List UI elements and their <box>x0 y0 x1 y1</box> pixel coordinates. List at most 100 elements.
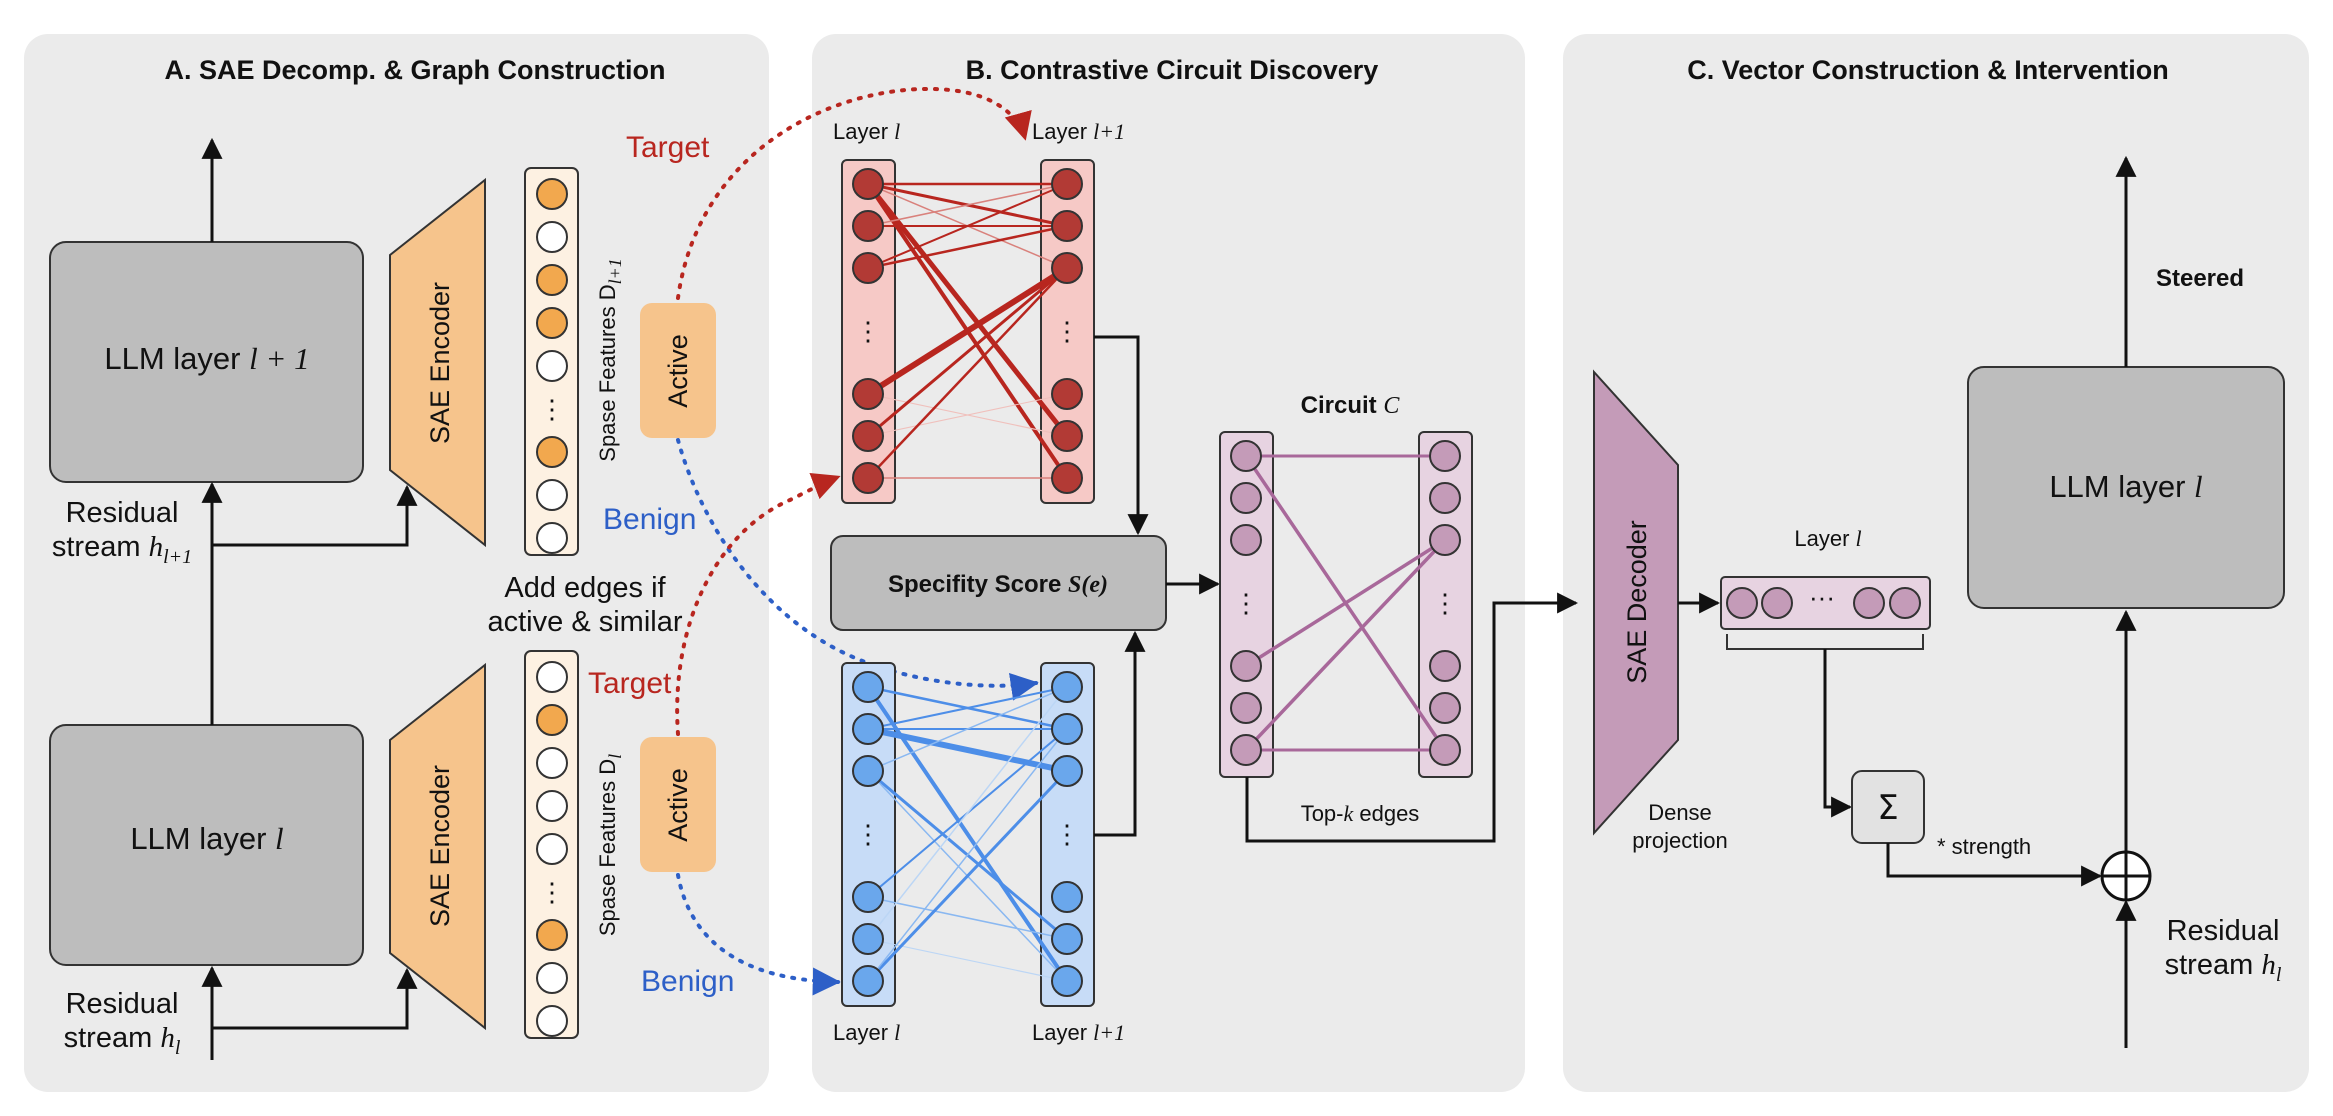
blue-graph-edge <box>867 727 1068 773</box>
red-layer-l-label: Layer l <box>833 119 900 144</box>
llm-layer-c-label: LLM layer l <box>2049 469 2202 504</box>
feature-column-bottom-nodes: ⋮ <box>536 661 568 1037</box>
blue-graph-node <box>852 713 884 745</box>
circuit-node <box>1230 734 1262 766</box>
feature-node-active <box>536 436 568 468</box>
feature-node-active <box>536 178 568 210</box>
feature-node-inactive <box>536 661 568 693</box>
steer-layer-dots: ··· <box>1809 582 1835 612</box>
feature-node-inactive <box>536 350 568 382</box>
feature-node-inactive <box>536 522 568 554</box>
red-edges <box>866 182 1069 480</box>
arrow-sum-to-add <box>1886 843 2103 887</box>
feature-column-top-nodes: ⋮ <box>536 178 568 554</box>
dotted-benign-top <box>676 438 1039 701</box>
panel-c <box>1563 34 2309 1092</box>
residual-c-label: Residual <box>2167 915 2280 947</box>
circuit-node <box>1429 734 1461 766</box>
blue-graph-node <box>1051 965 1083 997</box>
features-top-label: Spase Features Dl+1 <box>595 258 625 461</box>
blue-graph-node <box>1051 755 1083 787</box>
circuit-node <box>1230 440 1262 472</box>
circuit-node <box>1429 482 1461 514</box>
target-label-top: Target <box>626 131 710 164</box>
circuit-dots: ⋮ <box>1233 588 1259 618</box>
sae-encoder-bottom <box>389 662 486 1031</box>
red-graph-dots: ⋮ <box>855 316 881 346</box>
residual-top-stream: stream hl+1 <box>52 531 192 568</box>
blue-layer-l1-label: Layer l+1 <box>1032 1020 1125 1045</box>
panel-c-title: C. Vector Construction & Intervention <box>1687 55 2169 85</box>
red-graph-edge <box>867 183 1068 227</box>
steer-node <box>1889 587 1921 619</box>
blue-graph-edge <box>867 896 1068 940</box>
active-box-top <box>640 303 716 438</box>
circuit-node <box>1429 440 1461 472</box>
circuit-node <box>1230 524 1262 556</box>
residual-bottom-stream: stream hl <box>64 1022 181 1059</box>
red-graph-node <box>852 210 884 242</box>
residual-bottom-label: Residual <box>66 988 179 1020</box>
dense-projection-line-2: projection <box>1632 828 1727 853</box>
red-graph-node <box>1051 252 1083 284</box>
circuit-node <box>1230 692 1262 724</box>
blue-graph-edge <box>867 686 1068 772</box>
blue-graph-edge <box>867 686 1068 730</box>
blue-graph-edge <box>867 686 1068 940</box>
dotted-target-bottom <box>675 472 841 736</box>
red-graph-node <box>1051 420 1083 452</box>
add-edges-line-2: active & similar <box>488 606 683 638</box>
sae-decoder <box>1593 369 1679 836</box>
active-top-label: Active <box>663 334 693 408</box>
blue-graph-edge <box>866 769 1069 983</box>
feature-node-inactive <box>536 790 568 822</box>
blue-graph-node <box>1051 923 1083 955</box>
topk-edges-label: Top-k edges <box>1301 801 1420 826</box>
blue-graph-dots: ⋮ <box>855 819 881 849</box>
red-graph-edge <box>867 393 1068 437</box>
panel-a-title: A. SAE Decomp. & Graph Construction <box>164 55 665 85</box>
blue-graph-node <box>852 881 884 913</box>
sae-encoder-top-label: SAE Encoder <box>425 282 455 444</box>
red-graph-dots: ⋮ <box>1054 316 1080 346</box>
circuit-node <box>1230 482 1262 514</box>
active-box-bottom <box>640 737 716 872</box>
red-graph-node <box>852 168 884 200</box>
panel-b <box>812 34 1525 1092</box>
red-graph-edge <box>867 183 1068 269</box>
panel-b-title: B. Contrastive Circuit Discovery <box>966 55 1379 85</box>
circuit-node <box>1429 692 1461 724</box>
benign-label-bottom: Benign <box>641 965 734 998</box>
features-bottom-label: Spase Features Dl <box>595 754 625 936</box>
red-nodes: ⋮⋮ <box>852 168 1083 494</box>
blue-graph-dots: ⋮ <box>1054 819 1080 849</box>
steer-layer-label: Layer l <box>1794 526 1861 551</box>
dense-projection-line-1: Dense <box>1648 800 1712 825</box>
red-layer-l1-label: Layer l+1 <box>1032 119 1125 144</box>
feature-node-inactive <box>536 747 568 779</box>
red-graph-node <box>852 462 884 494</box>
red-graph-node <box>852 420 884 452</box>
circuit-node <box>1429 524 1461 556</box>
strength-label: * strength <box>1937 834 2031 859</box>
circuit-nodes: ⋮⋮ <box>1230 440 1461 766</box>
feature-node-active <box>536 919 568 951</box>
red-graph-node <box>1051 378 1083 410</box>
red-graph-edge <box>867 266 1068 438</box>
red-graph-node <box>1051 210 1083 242</box>
blue-graph-node <box>852 965 884 997</box>
circuit-edge <box>1244 538 1447 752</box>
arrow-red-to-score <box>1094 335 1149 536</box>
steer-node <box>1761 587 1793 619</box>
red-graph-node <box>852 252 884 284</box>
blue-edges <box>866 685 1069 983</box>
red-graph-node <box>1051 168 1083 200</box>
red-column-left <box>841 159 896 504</box>
steered-label: Steered <box>2156 265 2244 292</box>
llm-layer-bottom-box <box>49 724 364 966</box>
llm-layer-bottom-label: LLM layer l <box>130 821 283 856</box>
circuit-node <box>1230 650 1262 682</box>
red-graph-node <box>852 378 884 410</box>
sae-decoder-label: SAE Decoder <box>1622 520 1652 684</box>
circuit-column-right <box>1418 431 1473 778</box>
